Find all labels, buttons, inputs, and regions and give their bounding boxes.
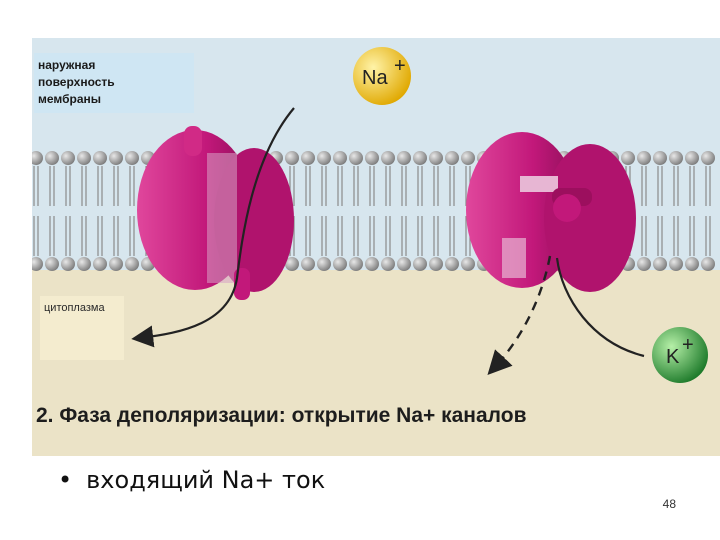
lipid-head xyxy=(285,151,299,165)
page-number: 48 xyxy=(662,497,676,511)
lipid-head xyxy=(109,151,123,165)
lipid-head xyxy=(61,151,75,165)
bullet-text: входящий Na+ ток xyxy=(86,466,326,494)
lipid-head xyxy=(125,257,139,271)
diagram-caption: 2. Фаза деполяризации: открытие Na+ кана… xyxy=(32,390,720,456)
lipid-head xyxy=(45,257,59,271)
lipid-head xyxy=(445,257,459,271)
lipid-head xyxy=(637,151,651,165)
lipid-head xyxy=(653,257,667,271)
outer-surface-label: наружная поверхность мембраны xyxy=(34,53,194,113)
lipid-head xyxy=(461,151,475,165)
lipid-head xyxy=(301,257,315,271)
lipid-head xyxy=(61,257,75,271)
lipid-head xyxy=(381,151,395,165)
lipid-head xyxy=(365,257,379,271)
lipid-head xyxy=(77,151,91,165)
lipid-head xyxy=(365,151,379,165)
lipid-head xyxy=(32,257,43,271)
lipid-head xyxy=(125,151,139,165)
lipid-head xyxy=(285,257,299,271)
sodium-channel-open xyxy=(137,126,294,300)
sodium-channel-closed xyxy=(466,132,636,292)
lipid-head xyxy=(701,257,715,271)
lipid-head xyxy=(333,151,347,165)
lipid-head xyxy=(429,151,443,165)
lipid-head xyxy=(397,151,411,165)
lipid-head xyxy=(669,257,683,271)
bullet-point: • входящий Na+ ток xyxy=(58,466,325,494)
lipid-head xyxy=(413,151,427,165)
lipid-head xyxy=(93,151,107,165)
cytoplasm-label: цитоплазма xyxy=(40,296,124,360)
sodium-influx-arrow xyxy=(131,107,295,348)
lipid-head xyxy=(109,257,123,271)
lipid-head xyxy=(317,257,331,271)
membrane-diagram: Na + K + наружная поверхность мембраны ц… xyxy=(32,38,720,456)
lipid-head xyxy=(637,257,651,271)
lipid-head xyxy=(93,257,107,271)
lipid-head xyxy=(349,257,363,271)
svg-text:+: + xyxy=(682,334,694,356)
lipid-head xyxy=(333,257,347,271)
lipid-head xyxy=(77,257,91,271)
lipid-head xyxy=(301,151,315,165)
lipid-head xyxy=(349,151,363,165)
svg-text:Na: Na xyxy=(362,67,388,89)
lipid-head xyxy=(32,151,43,165)
lipid-head xyxy=(621,151,635,165)
lipid-head xyxy=(461,257,475,271)
lipid-head xyxy=(381,257,395,271)
potassium-path-arrow xyxy=(555,257,645,358)
lipid-head xyxy=(685,257,699,271)
potassium-ion: K + xyxy=(652,327,708,383)
lipid-head xyxy=(701,151,715,165)
sodium-ion: Na + xyxy=(353,47,411,105)
lipid-head xyxy=(445,151,459,165)
lipid-head xyxy=(397,257,411,271)
lipid-head xyxy=(413,257,427,271)
lipid-head xyxy=(669,151,683,165)
lipid-head xyxy=(429,257,443,271)
svg-text:+: + xyxy=(394,55,406,77)
dashed-arrow xyxy=(487,255,552,376)
diagram-canvas: Na + K + xyxy=(32,47,720,456)
bullet-marker: • xyxy=(58,466,73,494)
lipid-head xyxy=(45,151,59,165)
svg-text:K: K xyxy=(666,346,680,368)
lipid-head xyxy=(653,151,667,165)
lipid-head xyxy=(317,151,331,165)
lipid-head xyxy=(685,151,699,165)
